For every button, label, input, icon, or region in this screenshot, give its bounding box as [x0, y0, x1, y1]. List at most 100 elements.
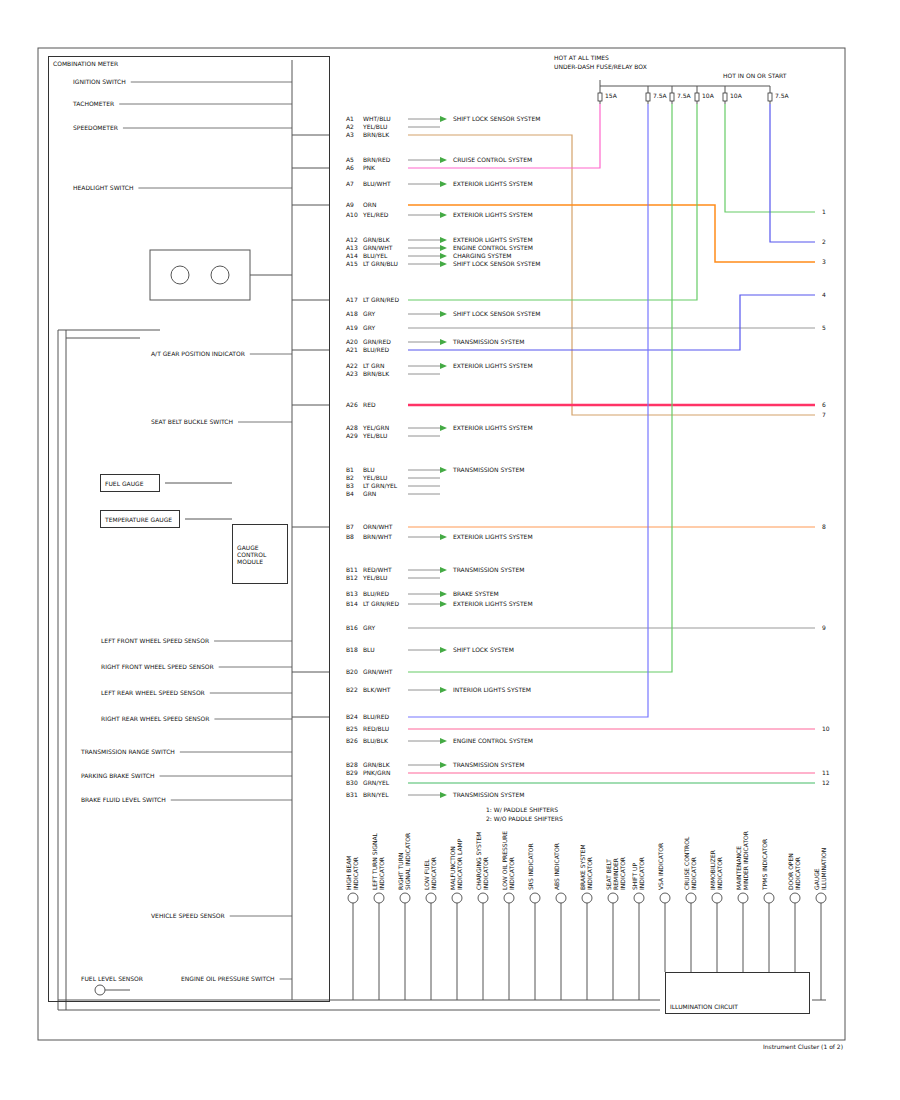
sensor-wire [138, 188, 292, 189]
lamp-wire [353, 903, 354, 1000]
stub-wire [408, 184, 440, 185]
pin-label: B3 [345, 482, 355, 490]
connector-arrow [440, 181, 447, 187]
component-box: TEMPERATURE GAUGE [100, 510, 180, 528]
pin-label: A3 [345, 131, 355, 139]
stub-wire [408, 537, 440, 538]
pin-label: B13 [345, 590, 359, 598]
lamp-symbol [686, 893, 696, 903]
connector-arrow [440, 647, 447, 653]
lamp-symbol [478, 893, 488, 903]
stub-wire [408, 795, 440, 796]
wire-color: LT GRN/BLU [362, 260, 399, 268]
stub-wire [408, 264, 440, 265]
component-name: GAUGE CONTROL MODULE [237, 544, 281, 565]
pin-label: A6 [345, 164, 355, 172]
fuse-symbol [695, 93, 699, 101]
connector-arrow [440, 792, 447, 798]
pin-label: A21 [345, 346, 359, 354]
lamp-wire [535, 903, 536, 1000]
stub-wire [408, 248, 440, 249]
system-label: EXTERIOR LIGHTS SYSTEM [452, 362, 534, 370]
system-label: CRUISE CONTROL SYSTEM [452, 156, 533, 164]
terminal-number: 1 [821, 208, 827, 216]
pin-label: B29 [345, 769, 359, 777]
wire [408, 104, 672, 672]
system-label: TRANSMISSION SYSTEM [452, 761, 525, 769]
pin-label: B1 [345, 466, 355, 474]
stub-wire [408, 366, 440, 367]
pin-label: A15 [345, 260, 359, 268]
wiring-line [105, 990, 130, 991]
wire [408, 295, 815, 350]
wire-color: GRY [362, 324, 376, 332]
wire-color: BLK/WHT [362, 686, 392, 694]
power-note: HOT IN ON OR START [722, 72, 787, 80]
pin-label: A13 [345, 244, 359, 252]
wire-color: PNK/GRN [362, 769, 391, 777]
system-label: SHIFT LOCK SENSOR SYSTEM [452, 260, 542, 268]
pin-label: A10 [345, 211, 359, 219]
lamp-symbol [556, 893, 566, 903]
stub-wire [408, 741, 440, 742]
stub-wire [408, 478, 440, 479]
wiring-line [292, 205, 330, 206]
terminal-number: 7 [821, 411, 827, 419]
stub-wire [408, 690, 440, 691]
stub-wire [408, 127, 440, 128]
pin-label: A5 [345, 156, 355, 164]
component-label: ENGINE OIL PRESSURE SWITCH [180, 975, 276, 983]
pin-label: B22 [345, 686, 359, 694]
system-label: EXTERIOR LIGHTS SYSTEM [452, 180, 534, 188]
wire [408, 104, 600, 168]
wire-color: GRN/WHT [362, 244, 393, 252]
fuse-box-name: UNDER-DASH FUSE/RELAY BOX [553, 63, 648, 71]
wire-color: YEL/BLU [362, 474, 388, 482]
sensor-wire [180, 752, 292, 753]
pin-label: B25 [345, 725, 359, 733]
wire-color: BRN/WHT [362, 533, 393, 541]
connector-arrow [440, 762, 447, 768]
wire [408, 404, 815, 407]
wire-color: BRN/YEL [362, 791, 390, 799]
indicator-label: CRUISE CONTROL INDICATOR [683, 830, 697, 890]
lamp-symbol [530, 893, 540, 903]
lamp-wire [431, 903, 432, 1000]
component-label: VEHICLE SPEED SENSOR [150, 912, 226, 920]
terminal-number: 3 [821, 258, 827, 266]
wiring-line [66, 330, 67, 1010]
connector-arrow [440, 261, 447, 267]
stub-wire [408, 240, 440, 241]
component-label: FUEL LEVEL SENSOR [80, 975, 144, 983]
connector-arrow [440, 687, 447, 693]
wiring-line [292, 168, 330, 169]
indicator-label: LOW FUEL INDICATOR [423, 830, 437, 890]
wiring-line [66, 338, 140, 339]
wire-color: BLU/RED [362, 346, 390, 354]
wire-color: LT GRN [362, 362, 385, 370]
lamp-symbol [608, 893, 618, 903]
wire [770, 104, 815, 242]
wire-color: ORN [362, 201, 377, 209]
wire-color: BLU [362, 466, 376, 474]
pin-label: A18 [345, 310, 359, 318]
terminal-number: 8 [821, 523, 827, 531]
terminal-number: 4 [821, 291, 827, 299]
connector-arrow [440, 601, 447, 607]
system-label: TRANSMISSION SYSTEM [452, 791, 525, 799]
lamp-symbol [712, 893, 722, 903]
wire-color: WHT/BLU [362, 115, 392, 123]
indicator-label: MAINTENANCE MINDER INDICATOR [735, 830, 749, 890]
stub-wire [408, 604, 440, 605]
sensor-wire [214, 719, 292, 720]
wire [408, 104, 648, 717]
pin-label: B2 [345, 474, 355, 482]
sensor-wire [119, 104, 292, 105]
lamp-wire [587, 903, 588, 1000]
connector-arrow [440, 245, 447, 251]
connector-arrow [440, 591, 447, 597]
indicator-label: ABS INDICATOR [553, 830, 560, 890]
pin-label: B8 [345, 533, 355, 541]
lamp-symbol [634, 893, 644, 903]
indicator-label: MALFUNCTION INDICATOR LAMP [449, 830, 463, 890]
